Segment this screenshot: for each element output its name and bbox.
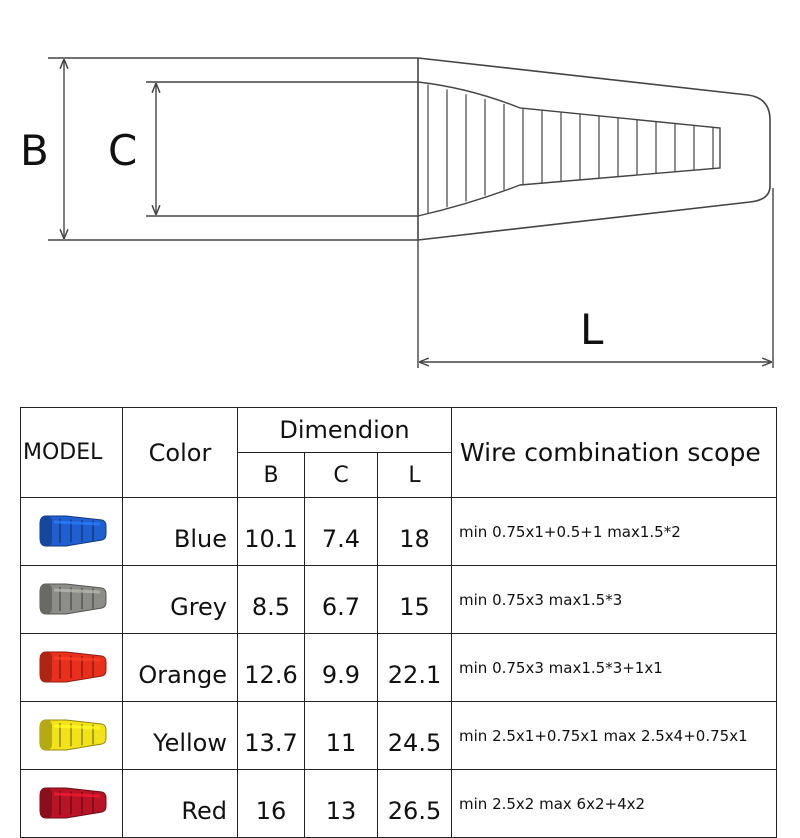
wire-scope-cell: min 2.5x2 max 6x2+4x2: [451, 769, 778, 838]
l-cell: 22.1: [376, 633, 453, 702]
b-cell: 13.7: [237, 701, 305, 770]
header-model: MODEL: [20, 407, 123, 498]
label-c: C: [108, 126, 137, 175]
b-cell: 8.5: [237, 565, 305, 634]
connector-dimension-drawing: B C L: [20, 57, 774, 368]
c-cell: 7.4: [304, 497, 378, 566]
table-row: Red 16 13 26.5 min 2.5x2 max 6x2+4x2: [20, 769, 778, 838]
connector-outline: [48, 57, 771, 241]
wire-scope-cell: min 0.75x3 max1.5*3: [451, 565, 778, 634]
inner-cavity: [146, 81, 721, 217]
b-cell: 16: [237, 769, 305, 838]
dimension-l: [417, 188, 774, 368]
model-icon-cell: [20, 769, 123, 838]
header-color: Color: [122, 407, 238, 498]
label-b: B: [20, 126, 49, 175]
header-wire-scope: Wire combination scope: [451, 407, 778, 498]
table-row: Blue 10.1 7.4 18 min 0.75x1+0.5+1 max1.5…: [20, 497, 778, 566]
thread-lines: [427, 84, 714, 213]
model-icon-cell: [20, 633, 123, 702]
b-cell: 10.1: [237, 497, 305, 566]
table-row: Grey 8.5 6.7 15 min 0.75x3 max1.5*3: [20, 565, 778, 634]
wire-nut-icon: [39, 787, 106, 818]
color-cell: Yellow: [122, 701, 238, 770]
color-cell: Grey: [122, 565, 238, 634]
color-cell: Blue: [122, 497, 238, 566]
c-cell: 9.9: [304, 633, 378, 702]
color-cell: Red: [122, 769, 238, 838]
l-cell: 15: [376, 565, 453, 634]
model-icon-cell: [20, 565, 123, 634]
header-dimension: Dimendion: [236, 407, 453, 453]
l-cell: 24.5: [376, 701, 453, 770]
l-cell: 26.5: [376, 769, 453, 838]
l-cell: 18: [376, 497, 453, 566]
b-cell: 12.6: [237, 633, 305, 702]
spec-table: MODEL Color Dimendion Wire combination s…: [20, 407, 778, 838]
model-icon-cell: [20, 701, 123, 770]
table-row: Yellow 13.7 11 24.5 min 2.5x1+0.75x1 max…: [20, 701, 778, 770]
model-icon-cell: [20, 497, 123, 566]
header-b: B: [237, 452, 305, 498]
wire-scope-cell: min 0.75x3 max1.5*3+1x1: [451, 633, 778, 702]
c-cell: 11: [304, 701, 378, 770]
wire-nut-icon: [39, 515, 106, 546]
header-c: C: [304, 452, 378, 498]
wire-scope-cell: min 0.75x1+0.5+1 max1.5*2: [451, 497, 778, 566]
c-cell: 13: [304, 769, 378, 838]
c-cell: 6.7: [304, 565, 378, 634]
wire-scope-cell: min 2.5x1+0.75x1 max 2.5x4+0.75x1: [451, 701, 778, 770]
wire-nut-icon: [39, 719, 106, 750]
color-cell: Orange: [122, 633, 238, 702]
wire-nut-icon: [39, 651, 106, 682]
label-l: L: [580, 305, 604, 354]
wire-nut-icon: [39, 583, 106, 614]
table-row: Orange 12.6 9.9 22.1 min 0.75x3 max1.5*3…: [20, 633, 778, 702]
header-l: L: [376, 452, 453, 498]
